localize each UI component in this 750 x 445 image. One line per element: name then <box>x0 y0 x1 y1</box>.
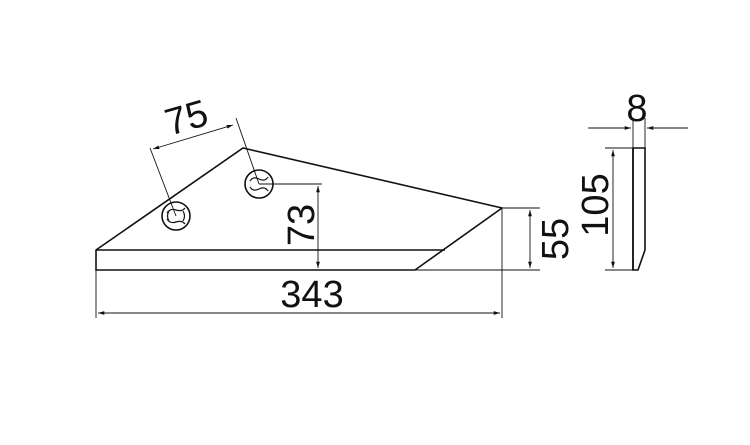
dimension-side-height <box>605 147 633 271</box>
blade-outline <box>95 147 504 271</box>
label-hole-spacing: 75 <box>161 92 213 144</box>
mounting-hole-left <box>161 201 191 231</box>
label-tip-height: 55 <box>535 218 577 260</box>
front-view <box>95 147 504 271</box>
label-thickness: 8 <box>626 88 647 130</box>
side-view <box>632 147 646 271</box>
dimension-hole-height <box>259 183 322 268</box>
dimension-thickness <box>588 118 688 148</box>
label-overall-length: 343 <box>280 274 343 316</box>
dimension-hole-spacing <box>149 117 260 217</box>
label-hole-height: 73 <box>281 204 323 246</box>
dimension-tip-height <box>415 207 540 318</box>
label-side-height: 105 <box>575 173 617 236</box>
side-profile <box>632 147 646 271</box>
dimension-overall-length <box>95 270 500 318</box>
